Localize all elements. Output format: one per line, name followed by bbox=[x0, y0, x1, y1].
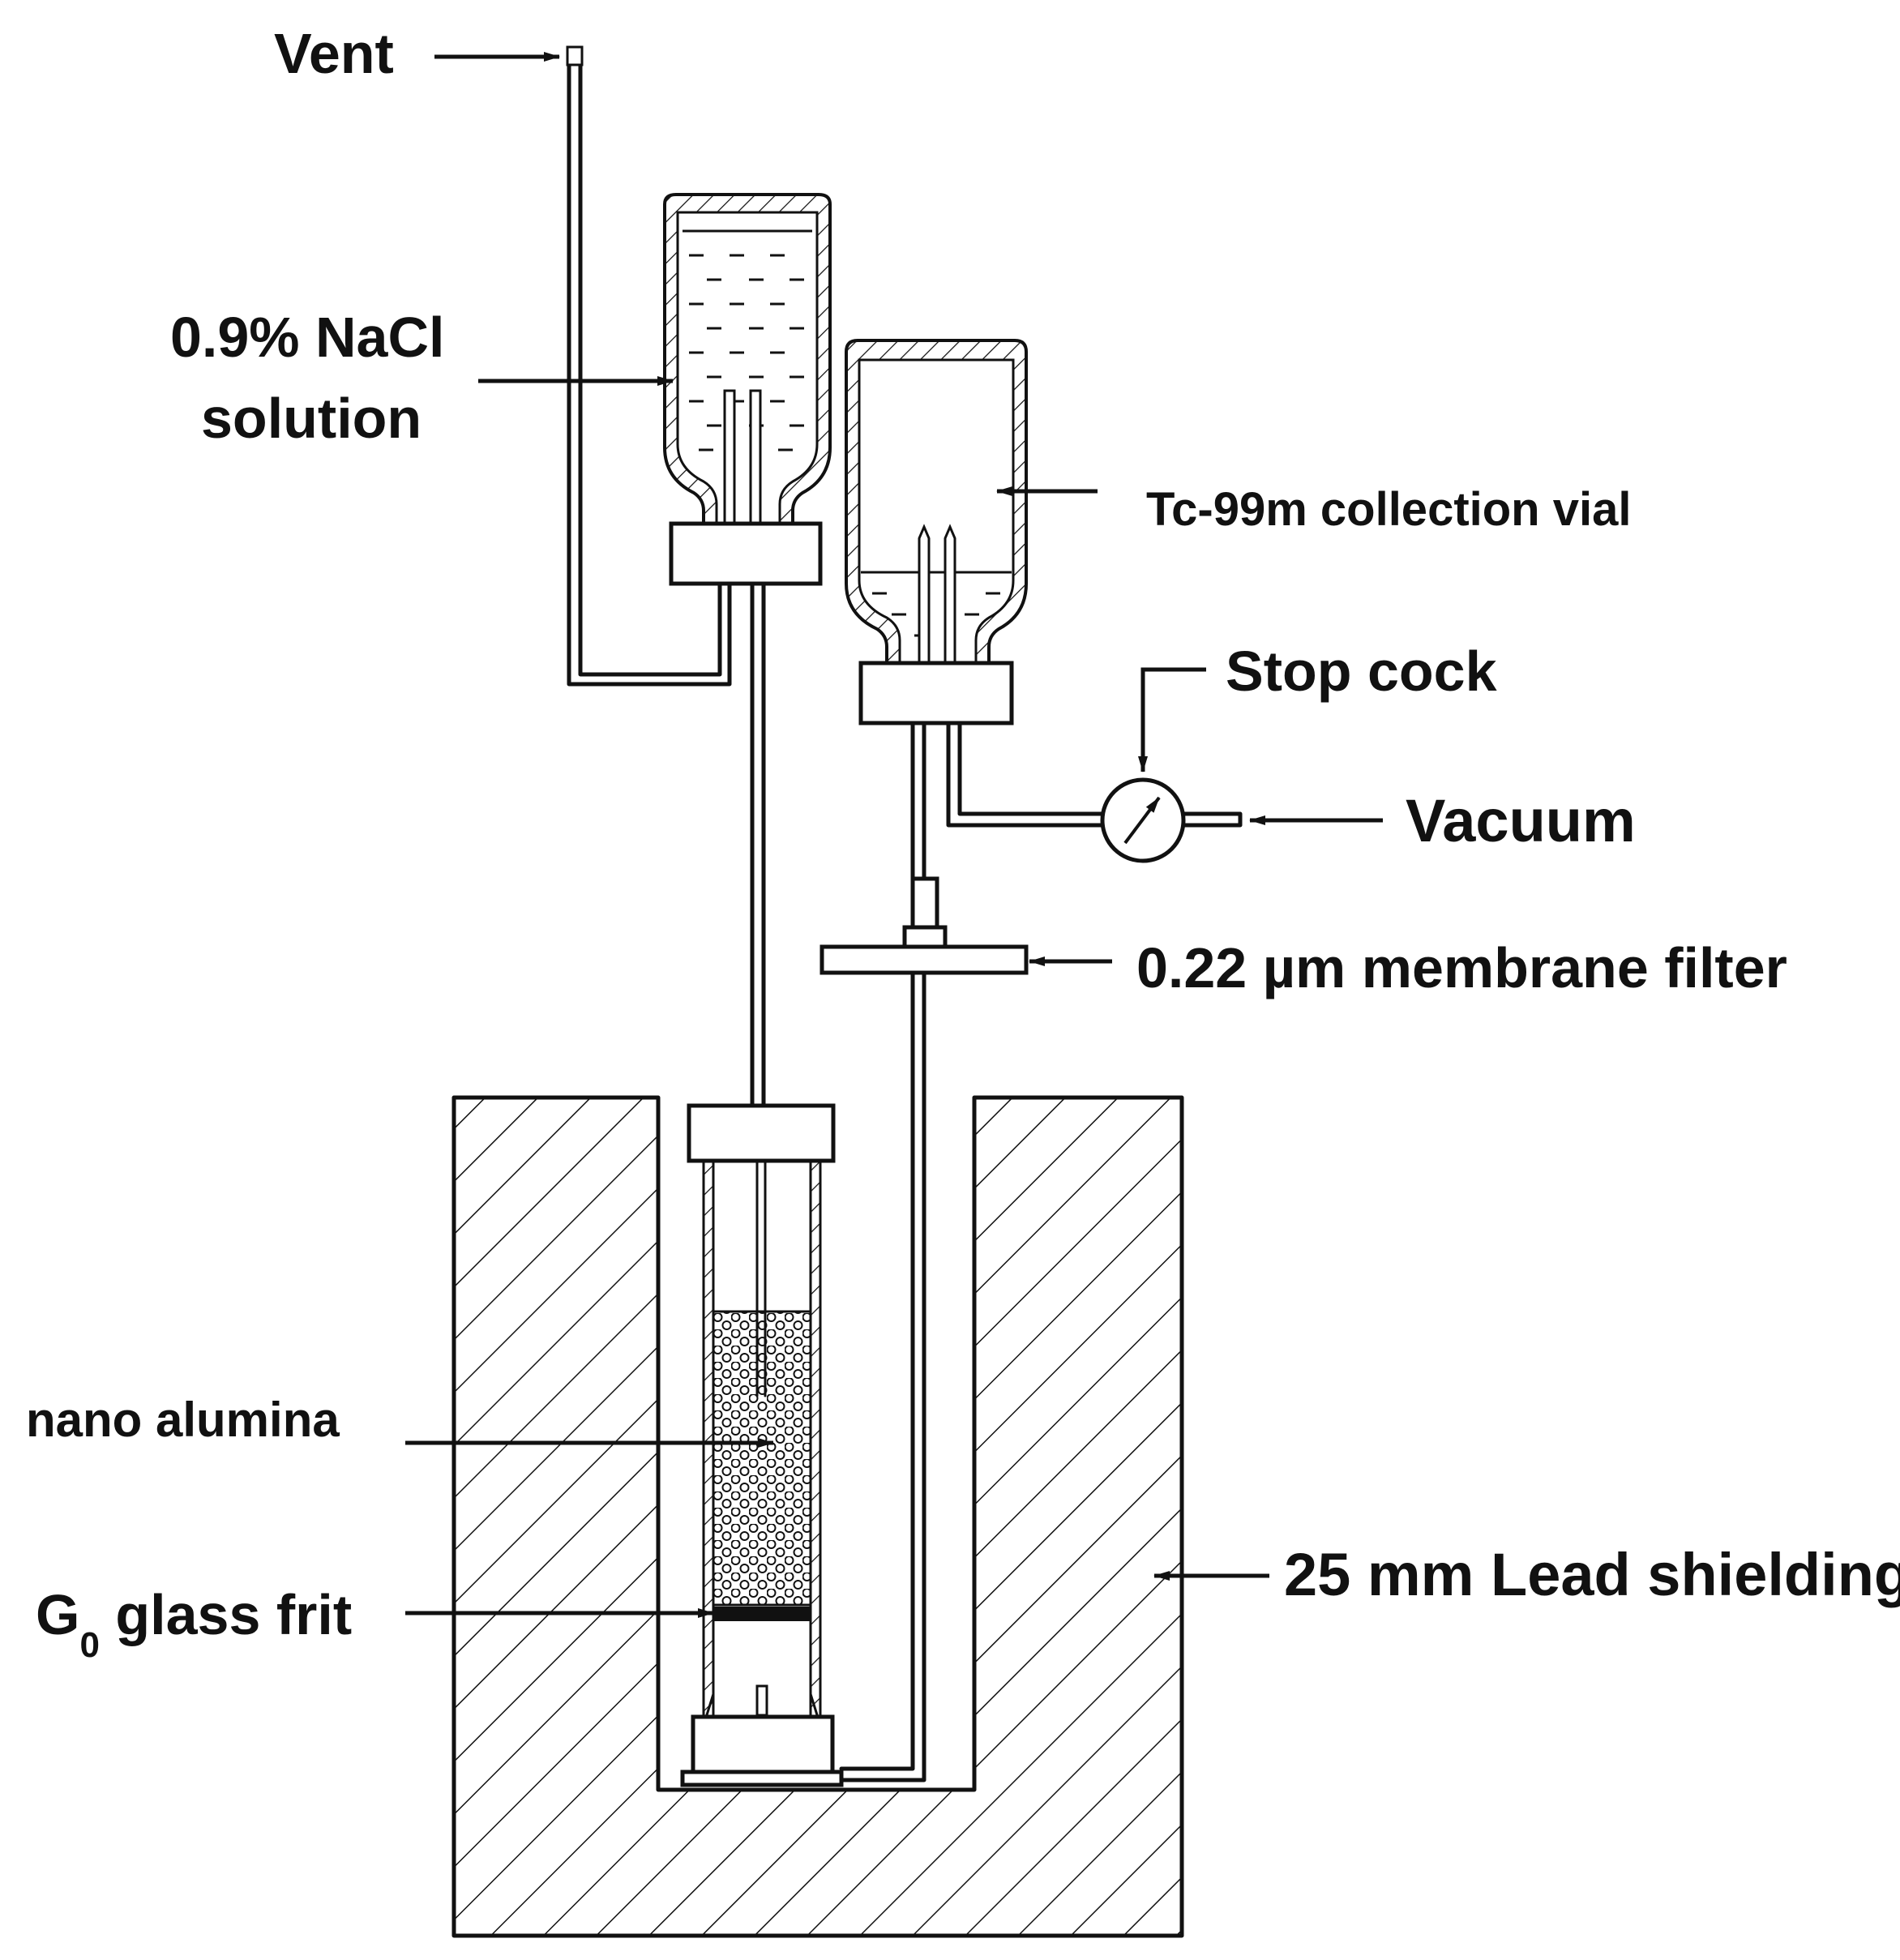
membrane-filter bbox=[819, 876, 1029, 975]
vent-label: Vent bbox=[274, 22, 394, 85]
collection-vial-base bbox=[858, 661, 1014, 725]
column-top-cap bbox=[687, 1103, 836, 1163]
lead-shielding-label: 25 mm Lead shielding bbox=[1284, 1541, 1900, 1608]
vent-tube bbox=[566, 45, 732, 687]
nacl-label-line2: solution bbox=[201, 387, 422, 450]
vacuum-line bbox=[946, 721, 1243, 828]
nacl-label-line1: 0.9% NaCl bbox=[170, 306, 444, 369]
vacuum-label: Vacuum bbox=[1406, 787, 1636, 854]
collection-vial-label: Tc-99m collection vial bbox=[1146, 483, 1631, 536]
eluate-liquid bbox=[861, 571, 1012, 637]
collection-vial bbox=[845, 339, 1028, 725]
membrane-filter-disc bbox=[819, 944, 1029, 975]
nano-alumina-label: nano alumina bbox=[26, 1393, 340, 1447]
glass-frit-label-main: G bbox=[36, 1583, 79, 1646]
membrane-filter-label: 0.22 µm membrane filter bbox=[1136, 936, 1787, 999]
glass-frit bbox=[713, 1607, 811, 1621]
stop-cock-arrow bbox=[1138, 667, 1206, 772]
saline-vial-base bbox=[669, 521, 823, 586]
saline-feed-line bbox=[750, 581, 766, 1108]
alumina-column bbox=[680, 1103, 844, 1787]
stop-cock-valve bbox=[1100, 777, 1186, 863]
glass-frit-label-subscript: 0 bbox=[79, 1625, 99, 1665]
outlet-line bbox=[839, 721, 926, 1782]
glass-frit-label-rest: glass frit bbox=[100, 1583, 352, 1646]
lead-shielding bbox=[451, 1095, 1184, 1938]
stop-cock-label: Stop cock bbox=[1226, 640, 1497, 703]
saline-vial bbox=[663, 193, 832, 586]
nano-alumina-bed bbox=[712, 1310, 812, 1607]
column-bottom-cap bbox=[691, 1714, 835, 1774]
glass-frit-label: G0 glass frit bbox=[36, 1583, 352, 1665]
